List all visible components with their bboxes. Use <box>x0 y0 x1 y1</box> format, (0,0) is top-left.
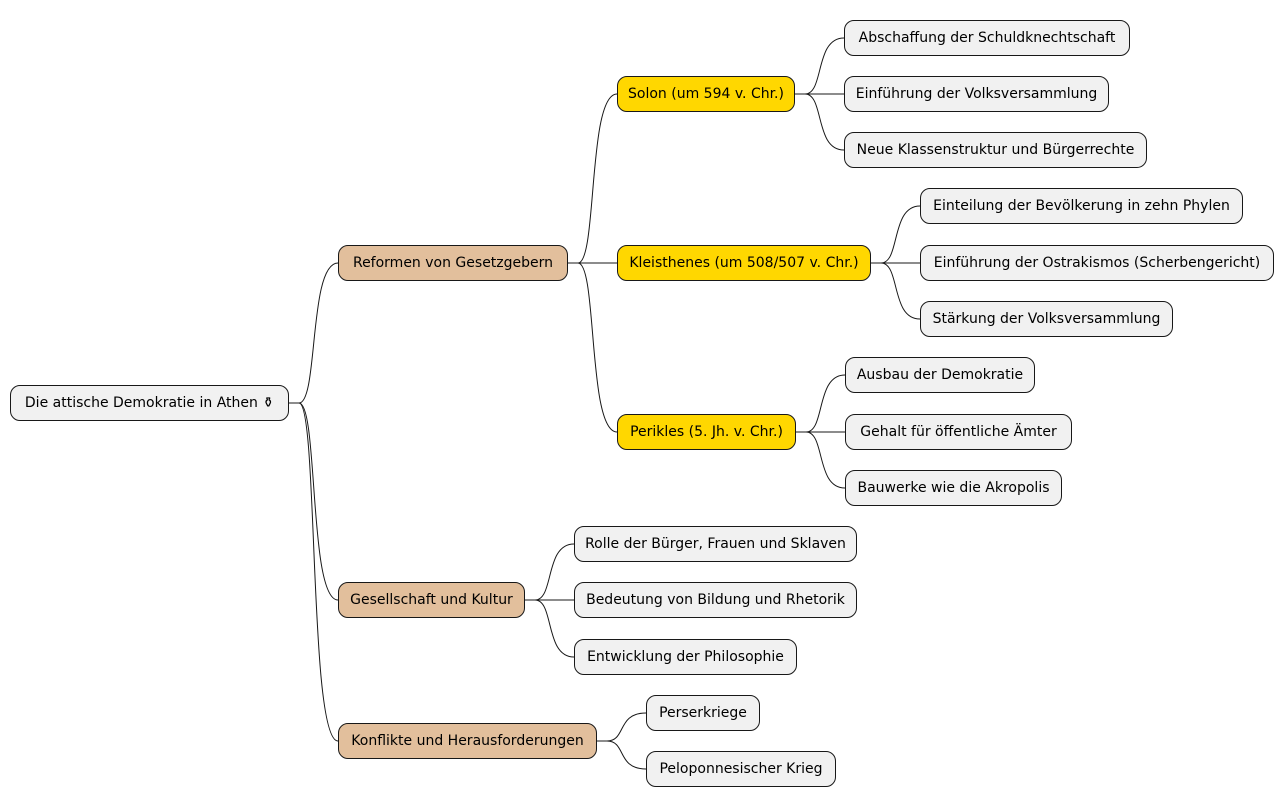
connector-gesellschaft-g0 <box>525 543 575 601</box>
person-solon: Solon (um 594 v. Chr.) <box>617 76 795 112</box>
person-kleisthenes: Kleisthenes (um 508/507 v. Chr.) <box>617 245 871 281</box>
person-perikles: Perikles (5. Jh. v. Chr.) <box>617 414 796 450</box>
root-node: Die attische Demokratie in Athen ⚱ <box>10 385 289 421</box>
connector-perikles-p0 <box>796 374 846 433</box>
connector-solon-s2 <box>795 93 845 151</box>
leaf-solon-1: Abschaffung der Schuldknechtschaft <box>844 20 1130 56</box>
leaf-kleisthenes-3: Stärkung der Volksversammlung <box>920 301 1173 337</box>
leaf-perikles-3: Bauwerke wie die Akropolis <box>845 470 1062 506</box>
connector-root-gesellschaft <box>289 402 339 601</box>
connector-konflikte-c0 <box>597 712 647 742</box>
connector-kleisthenes-k2 <box>871 262 921 320</box>
leaf-gesellschaft-2: Bedeutung von Bildung und Rhetorik <box>574 582 857 618</box>
category-reformen: Reformen von Gesetzgebern <box>338 245 568 281</box>
leaf-kleisthenes-2: Einführung der Ostrakismos (Scherbengeri… <box>920 245 1274 281</box>
connector-root-reformen <box>289 262 339 404</box>
connector-root-konflikte <box>289 402 339 742</box>
connector-reformen-solon <box>568 93 618 264</box>
leaf-konflikte-2: Peloponnesischer Krieg <box>646 751 836 787</box>
category-gesellschaft: Gesellschaft und Kultur <box>338 582 525 618</box>
connector-solon-s0 <box>795 37 845 95</box>
connector-gesellschaft-g2 <box>525 599 575 658</box>
leaf-perikles-2: Gehalt für öffentliche Ämter <box>845 414 1072 450</box>
connector-reformen-perikles <box>568 262 618 433</box>
connector-perikles-p2 <box>796 431 846 489</box>
leaf-konflikte-1: Perserkriege <box>646 695 760 731</box>
leaf-kleisthenes-1: Einteilung der Bevölkerung in zehn Phyle… <box>920 188 1243 224</box>
leaf-perikles-1: Ausbau der Demokratie <box>845 357 1035 393</box>
connector-kleisthenes-k0 <box>871 205 921 264</box>
category-konflikte: Konflikte und Herausforderungen <box>338 723 597 759</box>
leaf-solon-2: Einführung der Volksversammlung <box>844 76 1109 112</box>
connector-konflikte-c1 <box>597 740 647 770</box>
leaf-solon-3: Neue Klassenstruktur und Bürgerrechte <box>844 132 1147 168</box>
leaf-gesellschaft-3: Entwicklung der Philosophie <box>574 639 797 675</box>
leaf-gesellschaft-1: Rolle der Bürger, Frauen und Sklaven <box>574 526 857 562</box>
